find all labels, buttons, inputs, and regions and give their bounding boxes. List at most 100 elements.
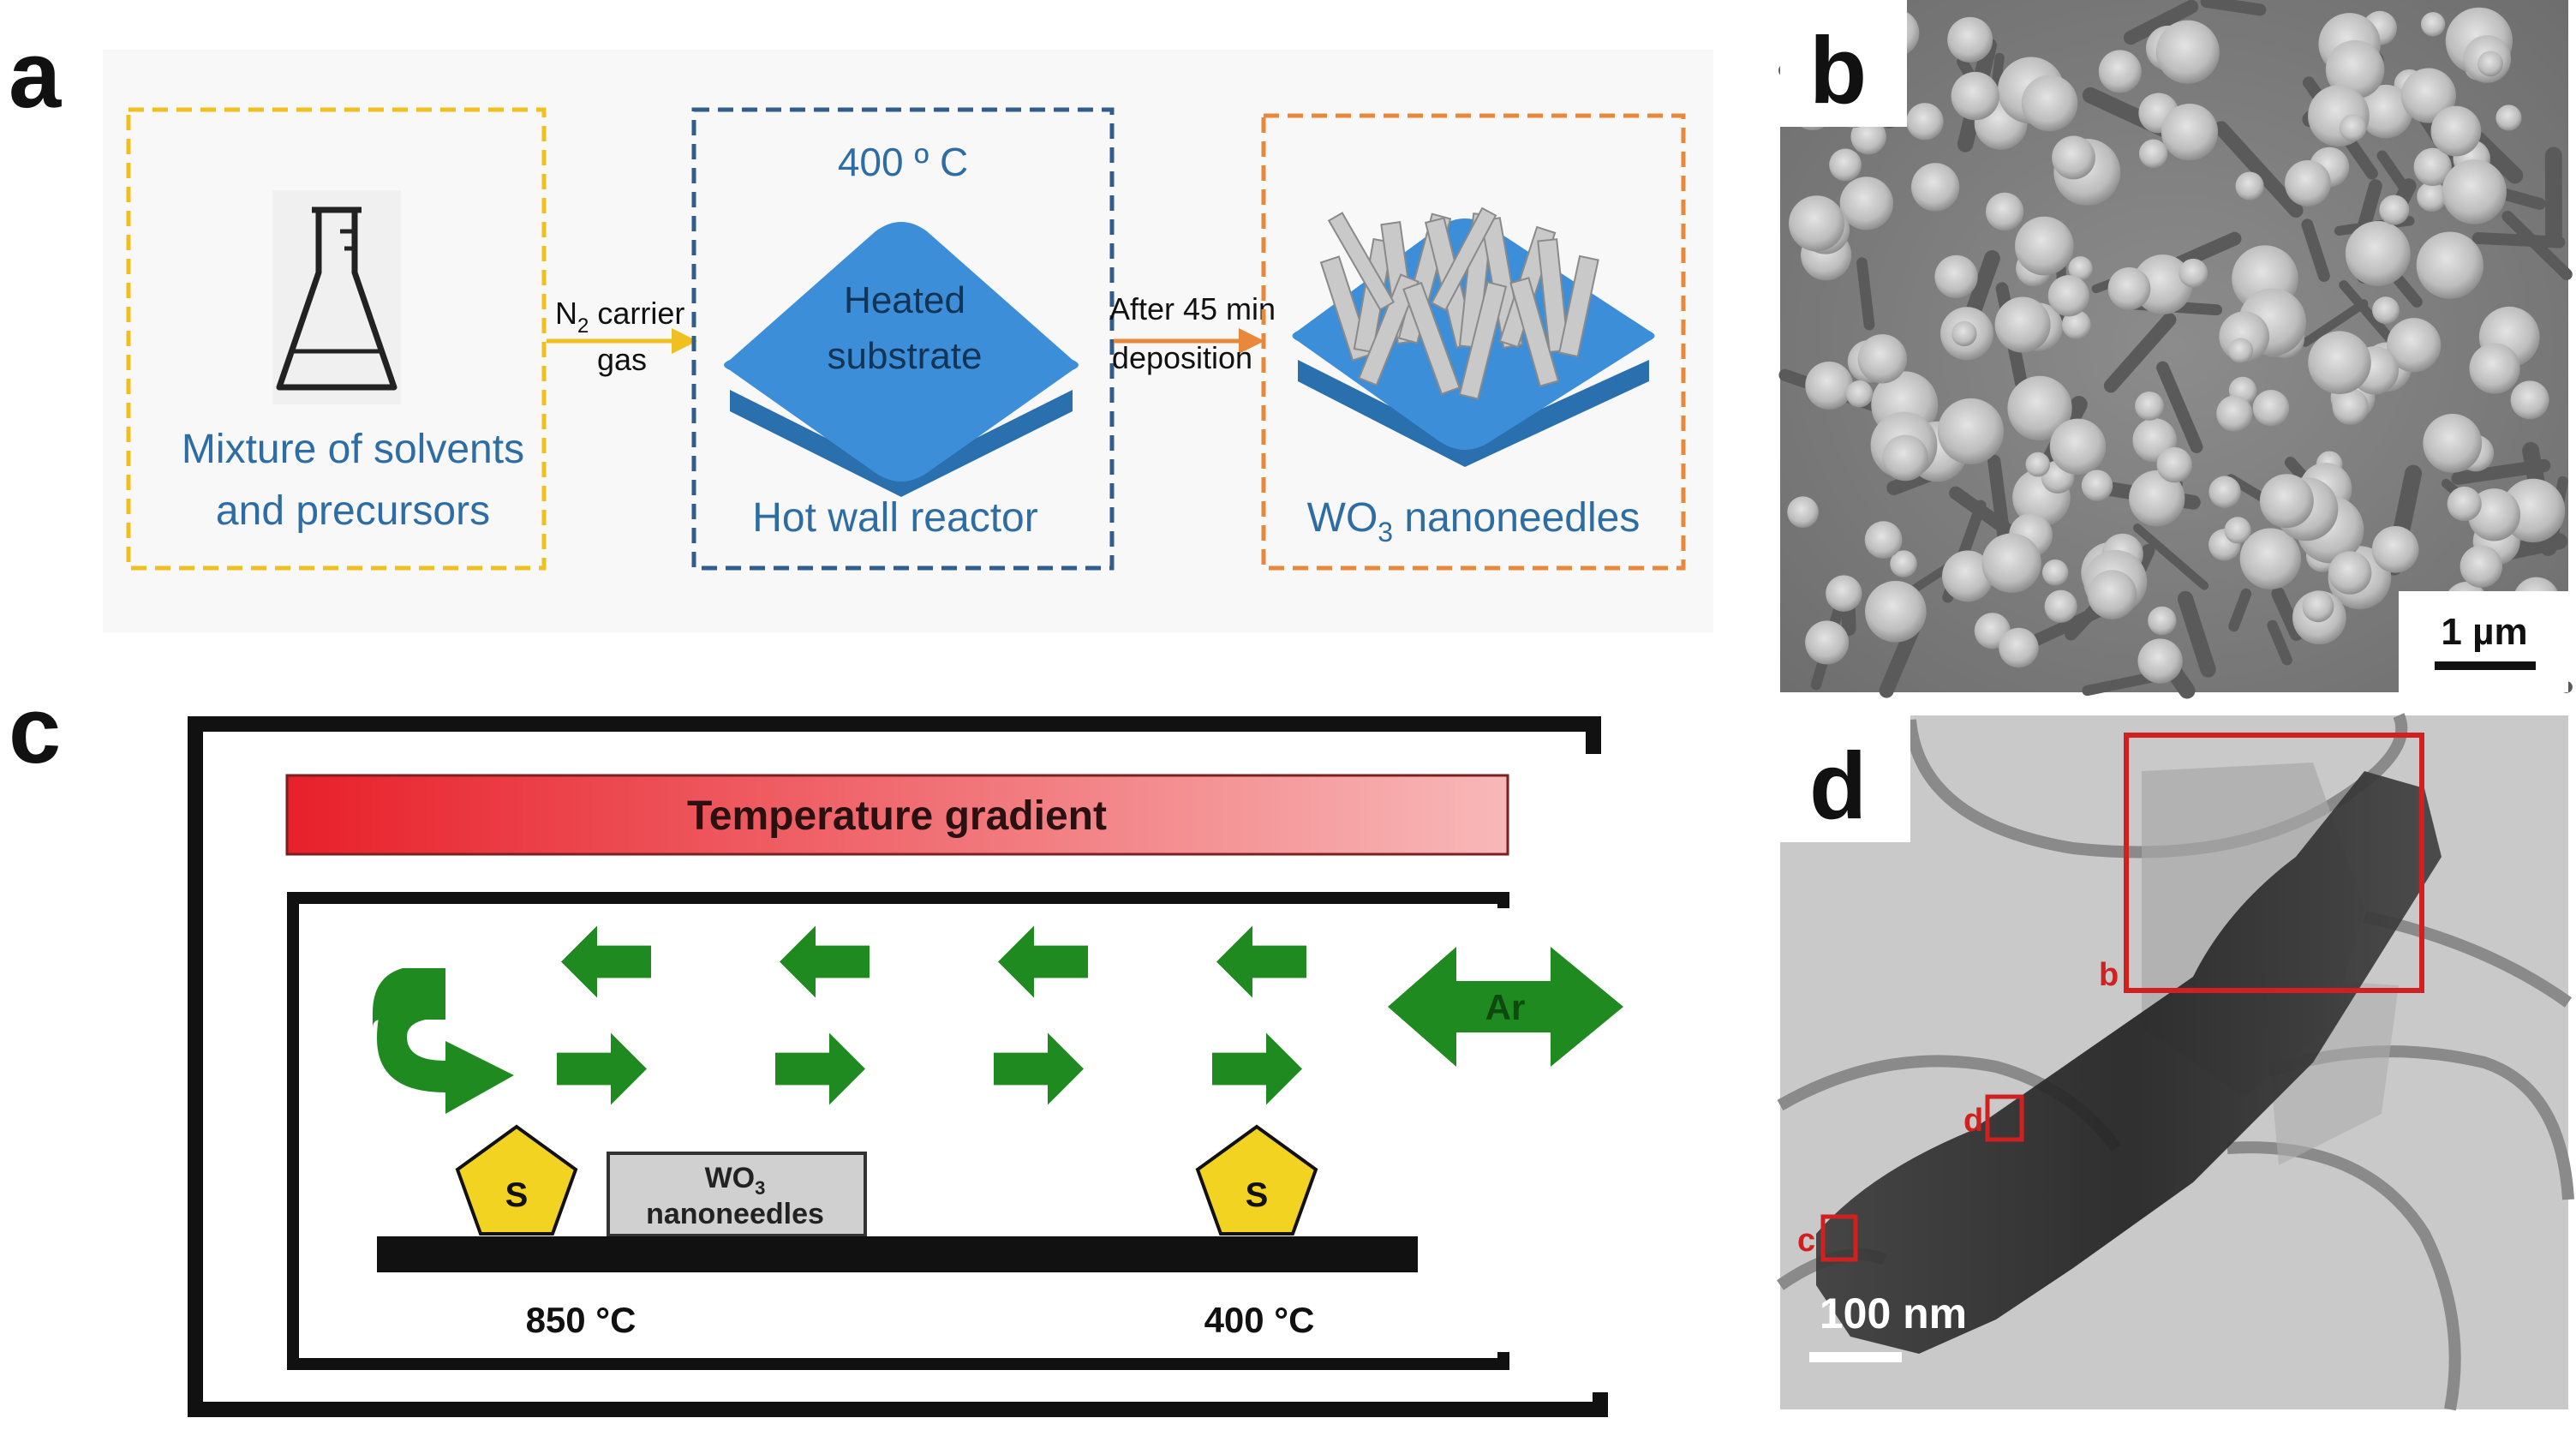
region-box-d	[1985, 1094, 2024, 1142]
nanoflower-cluster	[2135, 392, 2164, 421]
panel-label-c: c	[9, 678, 61, 783]
hot-wall-reactor-label: Hot wall reactor	[752, 495, 1037, 541]
nanoflower-cluster	[1826, 575, 1862, 612]
nanoflower-cluster	[1937, 398, 2005, 464]
region-label-c: c	[1797, 1223, 1815, 1259]
region-label-b: b	[2099, 957, 2119, 993]
deposition-label-line2: deposition	[1112, 340, 1252, 375]
panel-b-label-background	[1780, 0, 1907, 127]
region-box-c	[1820, 1214, 1858, 1262]
nanoflower-cluster	[1839, 177, 1893, 230]
nanoflower-cluster	[2107, 266, 2151, 310]
nanoflower-cluster	[1942, 550, 1993, 602]
nanoflower-cluster	[1985, 192, 2024, 231]
deposition-label-line1: After 45 min	[1109, 291, 1276, 326]
nanoflower-cluster	[2049, 418, 2107, 476]
nanoneedle-stem	[2271, 587, 2304, 641]
argon-flow-double-arrow-icon	[1388, 947, 1623, 1067]
nanoneedle-particle	[1816, 771, 2442, 1354]
sem-scale-bar	[2435, 661, 2536, 670]
sem-scale-bar-label: 1 µm	[2441, 611, 2527, 653]
flask-icon	[272, 190, 401, 404]
nanoflower-cluster	[2284, 159, 2331, 206]
argon-label: Ar	[1485, 987, 1526, 1027]
heated-substrate-label-line2: substrate	[828, 335, 983, 377]
nanoflower-cluster	[2387, 318, 2442, 373]
nanoneedle-stem	[2228, 588, 2252, 632]
carrier-gas-label-line2: gas	[597, 342, 647, 377]
nanoflower-cluster	[2442, 159, 2507, 224]
nanoflower-cluster	[2179, 258, 2208, 288]
nanoflower-cluster	[1850, 118, 1886, 155]
nanoneedle-stem	[2123, 0, 2199, 45]
nanoflower-cluster	[2413, 147, 2452, 187]
nanoflower-cluster	[2325, 39, 2385, 99]
nanoflower-cluster	[1857, 334, 1907, 384]
panel-d: d b d c 100 nm	[1777, 713, 2574, 1411]
nanoflower-cluster	[2339, 114, 2367, 141]
nanoflower-cluster	[2372, 296, 2400, 325]
nanoflower-cluster	[2216, 395, 2253, 432]
nanoflower-cluster	[2208, 476, 2241, 508]
nanoflower-cluster	[2227, 338, 2254, 363]
wo3-nanoneedles-box	[1261, 113, 1686, 571]
right-flow-arrow-icon	[775, 1032, 865, 1105]
nanoflower-cluster	[2358, 84, 2413, 139]
nanoflower-cluster	[2148, 606, 2177, 636]
temperature-gradient-label: Temperature gradient	[687, 793, 1107, 839]
nanoflower-cluster	[1787, 496, 1819, 529]
nanoflower-cluster	[2259, 474, 2314, 529]
nanoflower-cluster	[2423, 413, 2483, 473]
nanoflower-cluster	[2047, 275, 2089, 317]
nanoneedle-stem	[2132, 524, 2209, 590]
nanoflower-cluster	[2430, 105, 2482, 157]
nanoneedle-stem	[2177, 590, 2216, 678]
nanoflower-cluster	[2417, 182, 2447, 212]
sem-scale-bar-background	[2399, 591, 2568, 692]
inner-tube	[287, 892, 1509, 1370]
nanoflower-cluster	[1994, 296, 2051, 353]
nanoflower-cluster	[2416, 231, 2483, 299]
nanoflower-cluster	[2371, 526, 2419, 573]
nanoflower-cluster	[2469, 343, 2520, 394]
nanoflower-cluster	[2477, 51, 2503, 77]
nanoflower-cluster	[1947, 16, 1993, 63]
nanoflower-cluster	[2224, 517, 2251, 544]
nanoflower-cluster	[2044, 589, 2077, 623]
nanoneedle-stem	[2339, 280, 2400, 350]
right-flow-arrow-icon	[557, 1032, 647, 1105]
nanoflower-cluster	[2308, 331, 2371, 394]
nanoneedle-stem	[2166, 231, 2242, 273]
solvent-mixture-label-line1: Mixture of solvents	[182, 427, 524, 472]
nanoneedle-stem	[2103, 313, 2177, 393]
nanoflower-cluster	[2510, 380, 2549, 420]
hot-wall-reactor-box	[691, 107, 1115, 571]
nanoneedle-stem	[2301, 299, 2369, 347]
nanoflower-cluster	[2239, 528, 2302, 589]
nanoneedle-stem	[2501, 210, 2573, 280]
heated-substrate	[724, 222, 1079, 497]
nanoflower-cluster	[2025, 452, 2051, 477]
temperature-gradient-bar	[285, 774, 1509, 856]
nanoflower-cluster	[2155, 20, 2220, 84]
nanoflower-cluster	[2014, 216, 2074, 276]
nanoflower-cluster	[2495, 105, 2522, 131]
nanoflower-cluster	[2156, 446, 2192, 483]
nanoflower-cluster	[2332, 388, 2369, 425]
temperature-850-label: 850 °C	[526, 1300, 637, 1340]
nanoflower-cluster	[2328, 551, 2372, 595]
nanoneedle-stem	[2301, 218, 2330, 282]
nanoflower-cluster	[2379, 194, 2410, 225]
nanoflower-cluster	[2061, 310, 2091, 339]
nanoflower-cluster	[1890, 550, 1917, 577]
tem-scale-bar-label: 100 nm	[1820, 1289, 1967, 1337]
left-flow-arrow-icon	[780, 925, 870, 998]
right-flow-arrow-icon	[1212, 1032, 1302, 1105]
panel-label-b: b	[1809, 18, 1867, 123]
wo3-nanoneedles-label: WO3 nanoneedles	[1307, 495, 1641, 547]
nanoflower-cluster	[2007, 375, 2072, 441]
nanoflower-cluster	[2302, 590, 2334, 623]
sulfur-source-400-label: S	[1246, 1176, 1269, 1214]
nanoneedle-stem	[2376, 150, 2412, 195]
nanoneedle-stem	[1856, 257, 1875, 331]
